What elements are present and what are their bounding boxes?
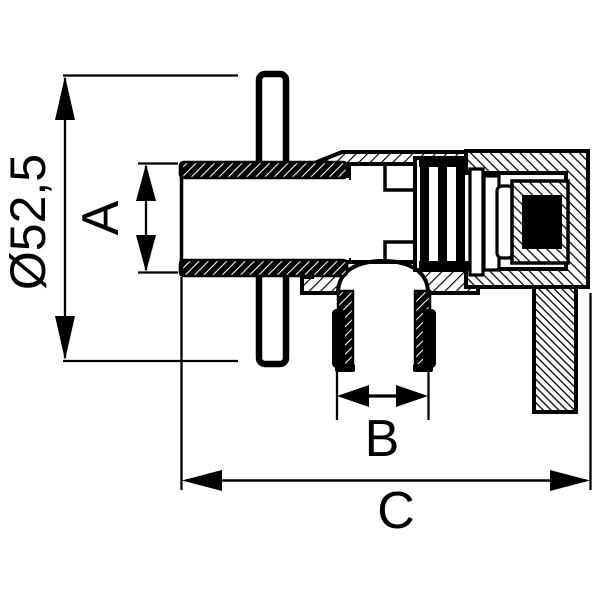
outlet-thread-crest-left [332, 309, 345, 368]
arrowhead-down [136, 235, 156, 272]
inlet-pipe-thread-top [178, 160, 349, 180]
c-label: C [377, 482, 415, 540]
cartridge-disc [438, 160, 447, 268]
bonnet-ring-outer [468, 167, 485, 277]
diameter-label: Ø52,5 [0, 154, 56, 290]
cartridge-disc [420, 160, 429, 268]
piston-step-bottom [383, 240, 414, 261]
flange-lower-half [255, 266, 290, 368]
arrowhead-up [55, 76, 75, 120]
b-label: B [365, 410, 400, 468]
dimension-b: B [335, 372, 430, 468]
outlet-thread-crest-right [423, 309, 436, 368]
arrowhead-left [182, 470, 222, 491]
inlet-pipe [178, 160, 349, 278]
handle [464, 149, 590, 414]
arrowhead-down [55, 316, 75, 360]
a-label: A [72, 200, 130, 235]
dimension-diameter: Ø52,5 [0, 74, 238, 363]
arrowhead-right [396, 385, 428, 407]
outlet-pipe-bore [353, 290, 415, 370]
outlet-end-cap-right [413, 364, 433, 372]
cartridge [419, 157, 469, 271]
inlet-pipe-thread-bottom [178, 258, 349, 278]
cartridge-disc [456, 160, 465, 268]
spindle-socket [522, 195, 562, 249]
arrowhead-right [550, 470, 590, 491]
arrowhead-up [136, 164, 156, 201]
outlet-end-cap-left [335, 364, 355, 372]
dimension-a: A [72, 162, 178, 274]
handle-lever [532, 285, 578, 414]
flange-upper-half [255, 70, 290, 174]
outlet-pipe [332, 289, 436, 372]
arrowhead-left [337, 385, 369, 407]
piston-step-top [383, 165, 414, 192]
inlet-pipe-bore [183, 178, 349, 260]
dimension-c: C [180, 277, 592, 540]
